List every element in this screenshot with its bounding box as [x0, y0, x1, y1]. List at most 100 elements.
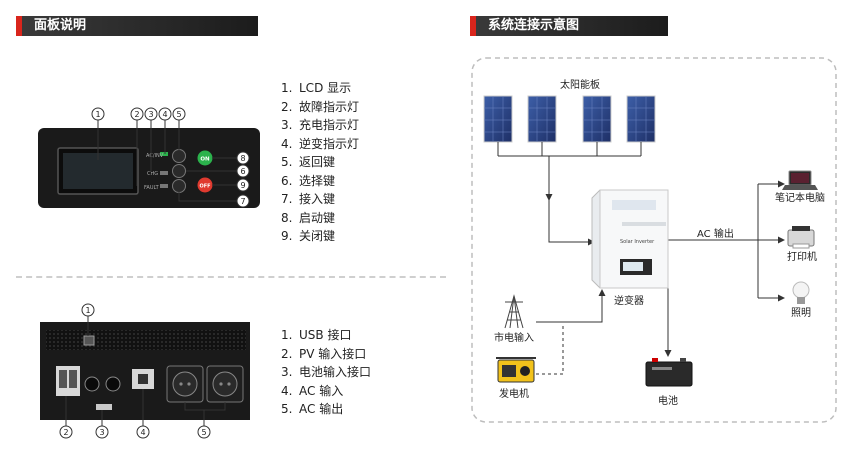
- svg-text:3: 3: [99, 428, 104, 437]
- panel-description-title: 面板说明: [34, 18, 87, 33]
- svg-text:2: 2: [134, 110, 139, 119]
- solar-panels: [483, 95, 656, 143]
- svg-text:8: 8: [240, 154, 245, 163]
- charge-indicator-light: [160, 171, 168, 175]
- legend-item: 3.电池输入接口: [281, 365, 372, 379]
- section-divider: [16, 276, 446, 278]
- svg-text:4: 4: [140, 428, 145, 437]
- callout-3: 3: [95, 425, 109, 439]
- power-grid-tower-icon: [504, 294, 524, 329]
- acinv-label: AC/INV: [146, 153, 164, 159]
- solar-panel-label: 太阳能板: [560, 78, 600, 91]
- grid-input-label: 市电输入: [494, 331, 534, 344]
- callout-4: 4: [158, 107, 172, 121]
- front-callouts: 1 2 3 4 5 8 6 9 7: [91, 107, 250, 208]
- generator-label: 发电机: [499, 387, 529, 400]
- svg-text:ON: ON: [200, 157, 210, 163]
- callout-2: 2: [130, 107, 144, 121]
- svg-text:1: 1: [85, 306, 90, 315]
- callout-1: 1: [81, 303, 95, 317]
- rear-panel-legend: 1.USB 接口 2.PV 输入接口 3.电池输入接口 4.AC 输入 5.AC…: [281, 326, 371, 419]
- solar-panel-1: [483, 95, 513, 143]
- legend-item: 3.充电指示灯: [281, 118, 360, 132]
- legend-item: 5.返回键: [281, 155, 336, 169]
- laptop-label: 笔记本电脑: [775, 191, 825, 204]
- solar-panel-2: [527, 95, 557, 143]
- inverter-label: 逆变器: [614, 294, 644, 307]
- generator-icon: [496, 357, 536, 383]
- front-callout-lines: [97, 120, 237, 202]
- system-connection-title: 系统连接示意图: [488, 18, 580, 33]
- header-accent-bar: [16, 16, 22, 36]
- select-key: [172, 164, 186, 178]
- battery-port-2: [105, 376, 121, 392]
- enter-key: [172, 179, 186, 193]
- generator-dashed-line: [536, 326, 564, 375]
- system-diagram-frame: [471, 57, 837, 423]
- printer-label: 打印机: [787, 250, 817, 263]
- svg-text:1: 1: [95, 110, 100, 119]
- callout-3: 3: [144, 107, 158, 121]
- legend-item: 1.USB 接口: [281, 328, 352, 342]
- callout-8: 8: [236, 151, 250, 165]
- solar-panel-3: [582, 95, 612, 143]
- svg-text:4: 4: [162, 110, 167, 119]
- callout-6: 6: [236, 164, 250, 178]
- legend-item: 5.AC 输出: [281, 402, 344, 416]
- battery-label: [96, 404, 112, 410]
- system-connection-header: 系统连接示意图: [470, 16, 668, 36]
- legend-item: 1.LCD 显示: [281, 81, 352, 95]
- callout-5: 5: [197, 425, 211, 439]
- light-label: 照明: [791, 307, 811, 319]
- front-panel-legend: 1.LCD 显示 2.故障指示灯 3.充电指示灯 4.逆变指示灯 5.返回键 6…: [281, 79, 359, 246]
- svg-text:7: 7: [240, 197, 245, 206]
- callout-4: 4: [136, 425, 150, 439]
- battery-port-1: [84, 376, 100, 392]
- battery-label: 电池: [658, 394, 678, 407]
- legend-item: 2.PV 输入接口: [281, 346, 367, 361]
- legend-item: 2.故障指示灯: [281, 99, 360, 114]
- panel-description-header: 面板说明: [16, 16, 258, 36]
- inverter-device: Solar Inverter: [591, 189, 669, 289]
- callout-5: 5: [172, 107, 186, 121]
- light-bulb-icon: [792, 281, 810, 304]
- usb-port: [83, 335, 95, 346]
- legend-item: 4.逆变指示灯: [281, 136, 360, 151]
- laptop-icon: [782, 170, 818, 190]
- svg-text:5: 5: [201, 428, 206, 437]
- connection-lines: [497, 142, 785, 357]
- stop-key: [197, 177, 213, 193]
- callout-9: 9: [236, 178, 250, 192]
- rear-callout-lines: [65, 316, 226, 426]
- rear-callouts: 1 2 3 4 5: [59, 303, 211, 439]
- vent-grille: [46, 330, 246, 350]
- fault-label: FAULT: [144, 185, 160, 191]
- legend-item: 6.选择键: [281, 173, 336, 188]
- chg-label: CHG: [147, 171, 158, 177]
- front-panel-device: AC/INV CHG FAULT ON OFF: [38, 128, 260, 208]
- legend-item: 4.AC 输入: [281, 383, 344, 398]
- inverter-indicator-light: [160, 152, 168, 156]
- rear-panel-device: [40, 322, 250, 420]
- printer-icon: [787, 226, 815, 249]
- svg-text:9: 9: [240, 181, 245, 190]
- svg-text:2: 2: [63, 428, 68, 437]
- header-accent-bar: [470, 16, 476, 36]
- ac-output-label: AC 输出: [697, 227, 734, 240]
- svg-text:OFF: OFF: [199, 184, 210, 190]
- return-key: [172, 149, 186, 163]
- battery-icon: [645, 358, 693, 387]
- svg-text:6: 6: [240, 167, 245, 176]
- solar-panel-4: [626, 95, 656, 143]
- inverter-brand-label: Solar Inverter: [620, 239, 655, 245]
- legend-item: 9.关闭键: [281, 229, 336, 243]
- callout-1: 1: [91, 107, 105, 121]
- legend-item: 8.启动键: [281, 210, 336, 225]
- legend-item: 7.接入键: [281, 192, 336, 206]
- callout-2: 2: [59, 425, 73, 439]
- svg-text:3: 3: [148, 110, 153, 119]
- fault-indicator-light: [160, 184, 168, 188]
- callout-7: 7: [236, 194, 250, 208]
- svg-text:5: 5: [176, 110, 181, 119]
